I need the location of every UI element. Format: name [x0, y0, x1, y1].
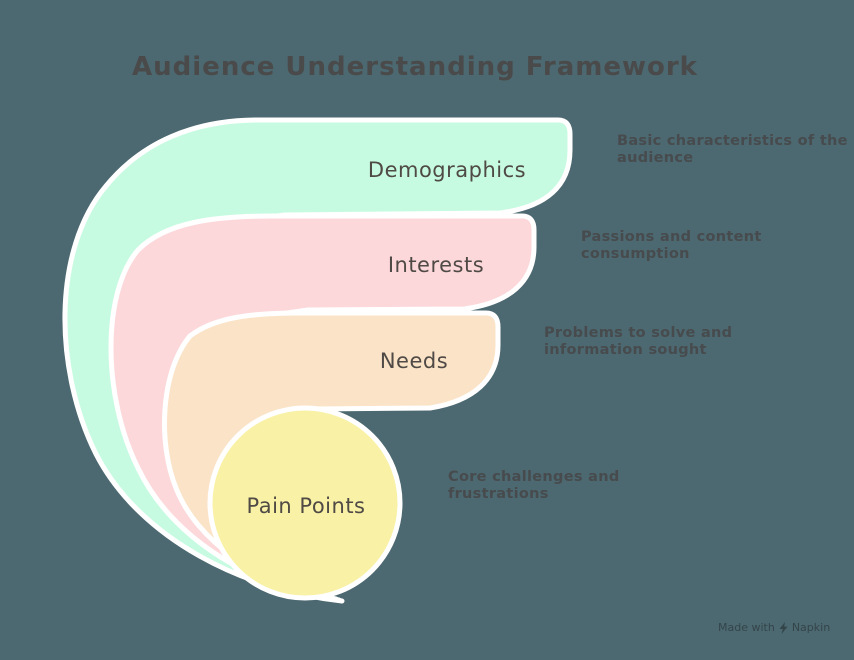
watermark-brand: Napkin: [791, 621, 831, 634]
ring-label-needs: Needs: [379, 349, 449, 373]
description-line: consumption: [581, 246, 690, 262]
description-line: Passions and content: [581, 229, 762, 245]
napkin-bolt-icon: [779, 621, 788, 634]
description-interests: Passions and content consumption: [581, 229, 762, 263]
description-line: Basic characteristics of the: [617, 133, 848, 149]
ring-label-interests: Interests: [387, 253, 485, 277]
description-line: Core challenges and: [448, 469, 620, 485]
made-with-napkin-watermark: Made with Napkin: [718, 621, 830, 634]
watermark-prefix: Made with: [718, 621, 775, 634]
ring-label-pain-points: Pain Points: [246, 494, 366, 518]
description-line: Problems to solve and: [544, 325, 733, 341]
page-title: Audience Understanding Framework: [132, 52, 698, 82]
description-needs: Problems to solve and information sought: [544, 325, 732, 359]
ring-label-demographics: Demographics: [367, 158, 527, 182]
description-line: audience: [617, 150, 694, 166]
ring-pain-points-shape: [207, 405, 403, 601]
description-demographics: Basic characteristics of the audience: [617, 133, 848, 167]
description-pain-points: Core challenges and frustrations: [448, 469, 620, 503]
description-line: information sought: [544, 342, 707, 358]
description-line: frustrations: [448, 486, 549, 502]
